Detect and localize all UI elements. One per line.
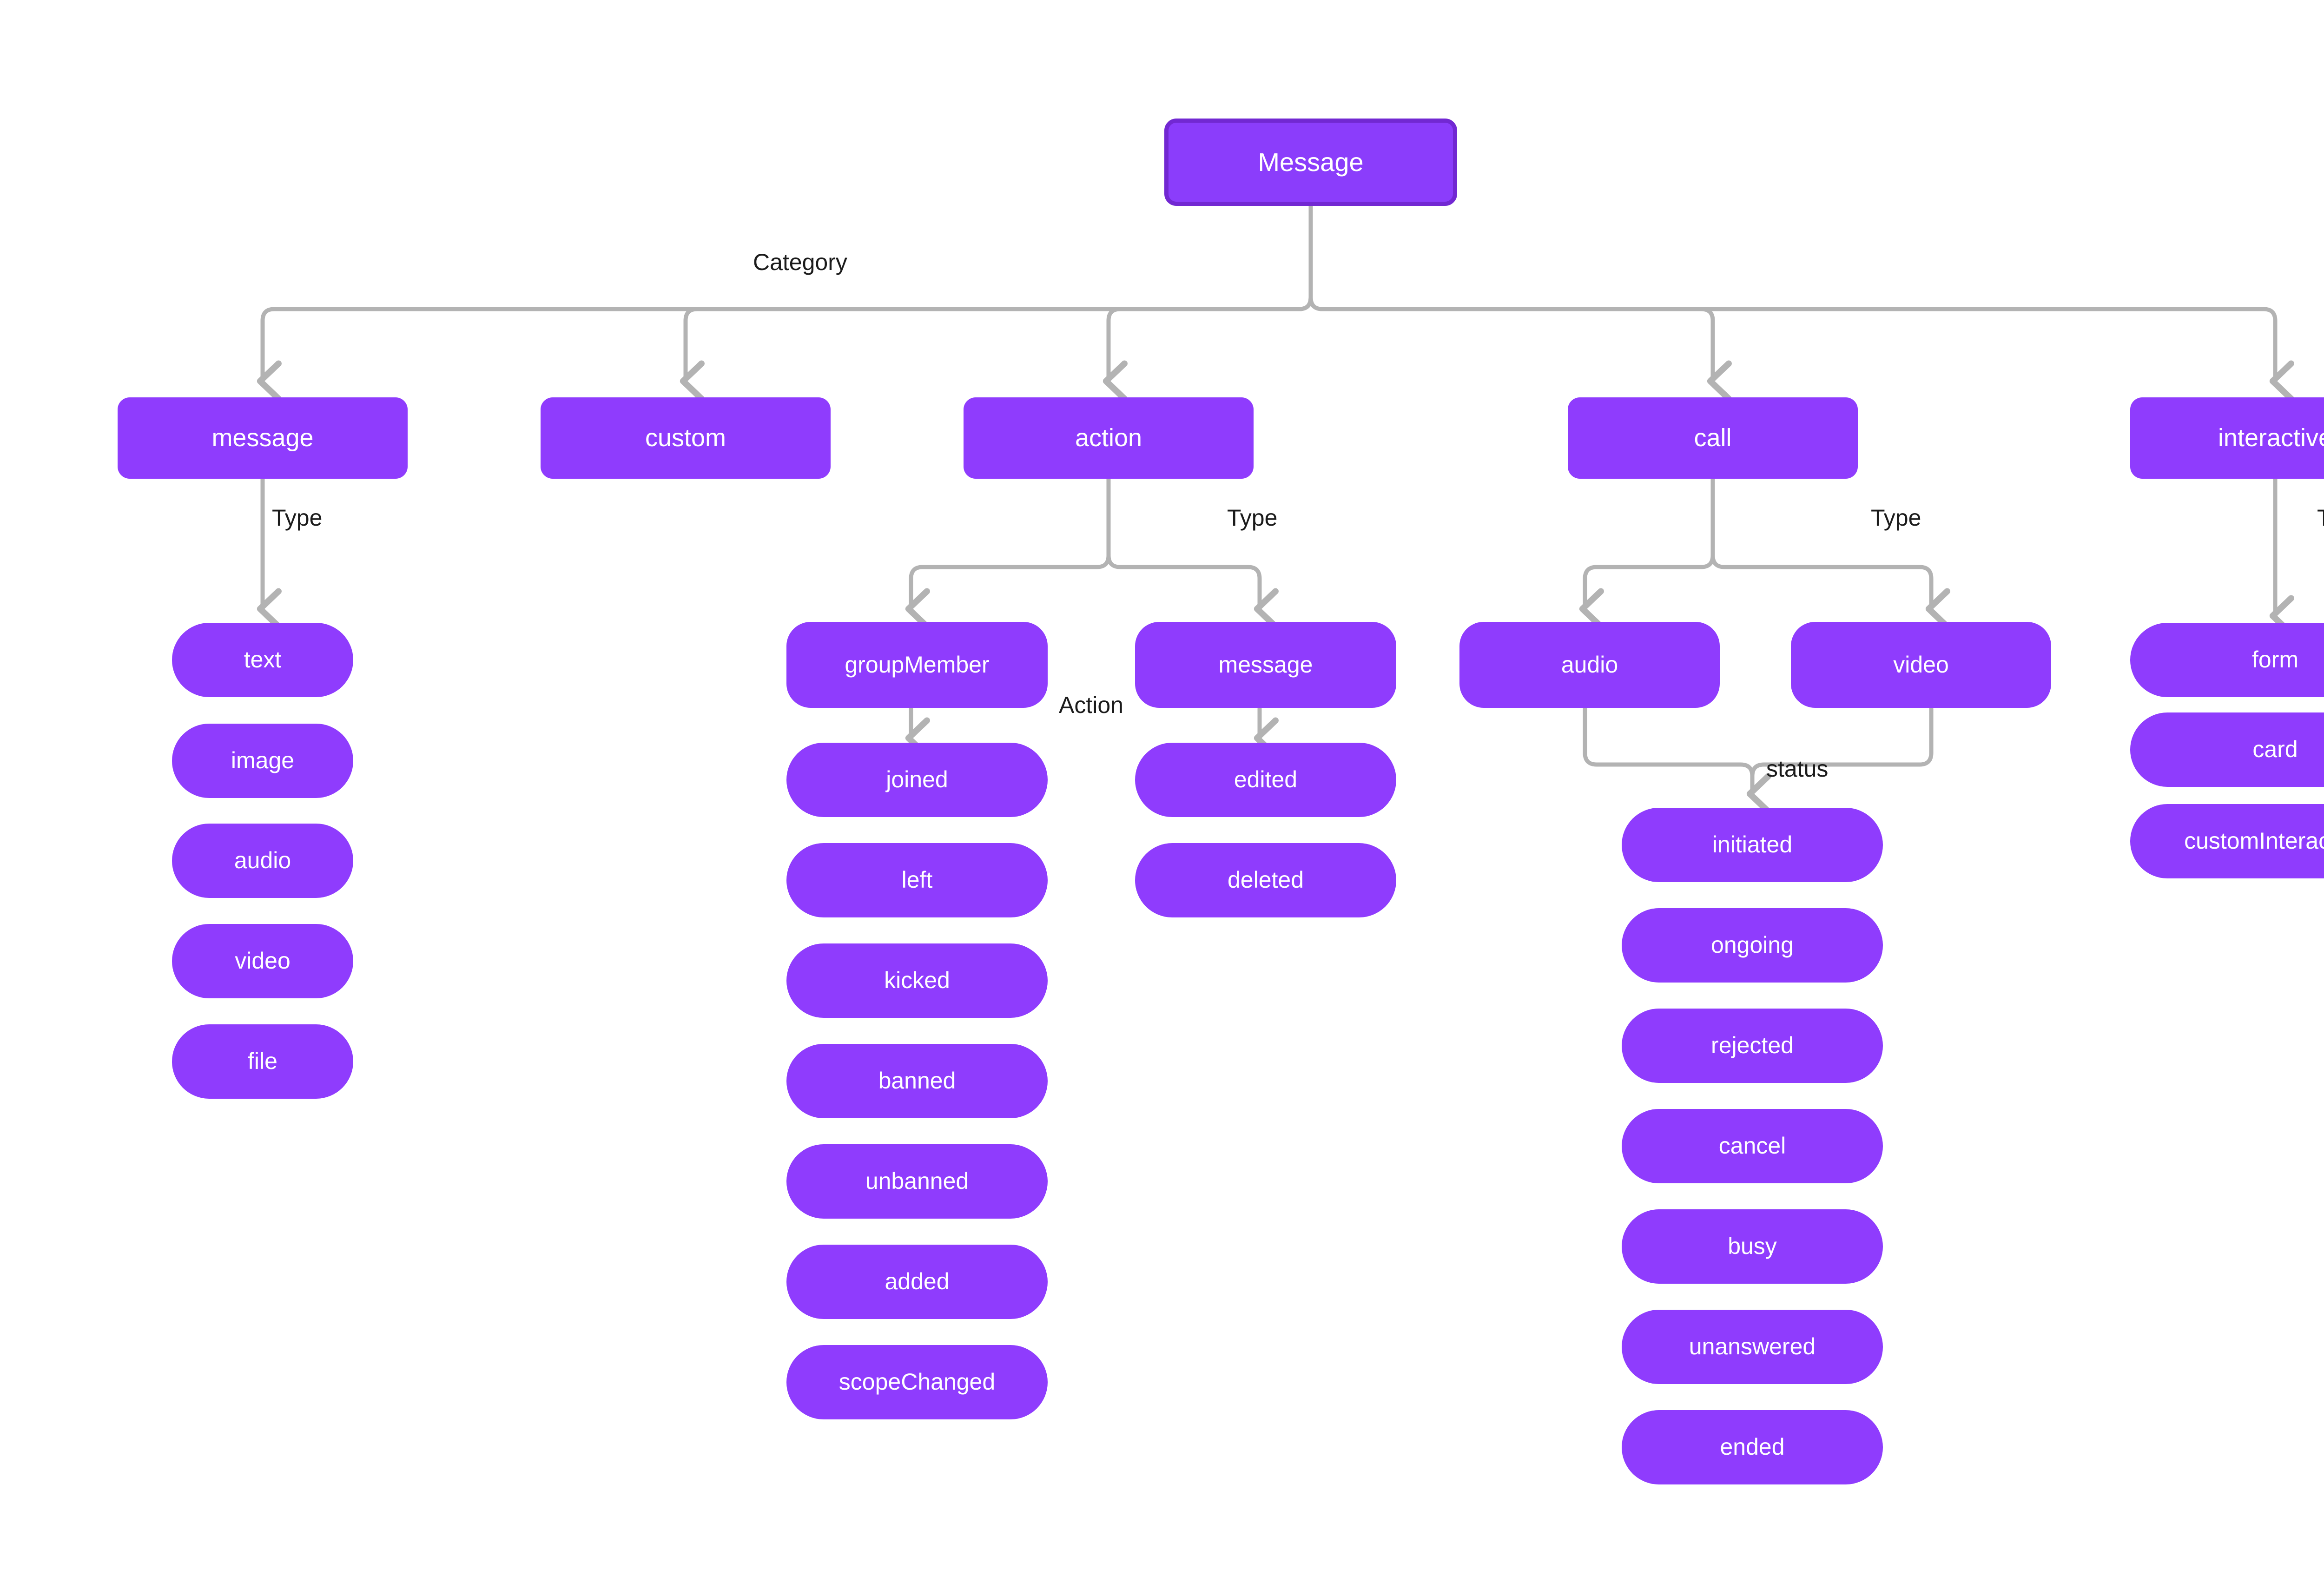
status-node-unanswered[interactable]: unanswered: [1622, 1310, 1883, 1384]
leaf-node-label: form: [2252, 646, 2298, 673]
leaf-node-label: audio: [234, 847, 291, 874]
action-node-banned[interactable]: banned: [786, 1044, 1048, 1118]
action-node-deleted[interactable]: deleted: [1135, 843, 1396, 917]
leaf-node-form[interactable]: form: [2130, 623, 2324, 697]
leaf-node-video[interactable]: video: [172, 924, 353, 998]
category-node-call[interactable]: call: [1568, 397, 1858, 479]
edge-label-action: Action: [1059, 692, 1123, 718]
category-node-label: message: [211, 424, 314, 452]
category-node-label: call: [1694, 424, 1732, 452]
category-node-custom[interactable]: custom: [541, 397, 831, 479]
leaf-node-text[interactable]: text: [172, 623, 353, 697]
status-node-busy[interactable]: busy: [1622, 1209, 1883, 1284]
category-node-label: custom: [645, 424, 726, 452]
category-node-action[interactable]: action: [964, 397, 1254, 479]
edge-label-status: status: [1766, 756, 1829, 782]
type-node-call-video[interactable]: video: [1791, 622, 2051, 708]
category-node-interactive[interactable]: interactive: [2130, 397, 2324, 479]
action-node-label: edited: [1234, 766, 1298, 793]
status-node-label: initiated: [1712, 831, 1793, 858]
status-node-ended[interactable]: ended: [1622, 1410, 1883, 1484]
type-node-label: message: [1218, 651, 1313, 678]
category-node-label: interactive: [2218, 424, 2324, 452]
status-node-label: rejected: [1711, 1032, 1794, 1059]
type-node-label: video: [1893, 651, 1949, 678]
leaf-node-label: file: [248, 1048, 277, 1075]
edge-label-type-call: Type: [1871, 505, 1921, 531]
root-node-label: Message: [1258, 147, 1364, 177]
action-node-label: scopeChanged: [838, 1369, 996, 1395]
status-node-rejected[interactable]: rejected: [1622, 1009, 1883, 1083]
type-node-label: groupMember: [845, 651, 990, 678]
leaf-node-file[interactable]: file: [172, 1024, 353, 1099]
status-node-label: unanswered: [1689, 1333, 1816, 1360]
root-node-message[interactable]: Message: [1164, 119, 1457, 206]
status-node-initiated[interactable]: initiated: [1622, 808, 1883, 882]
leaf-node-label: text: [244, 646, 282, 673]
status-node-label: ended: [1720, 1434, 1785, 1460]
edge-label-type-interactive: Type: [2317, 504, 2324, 531]
action-node-edited[interactable]: edited: [1135, 743, 1396, 817]
leaf-node-audio[interactable]: audio: [172, 824, 353, 898]
action-node-label: added: [885, 1268, 950, 1295]
action-node-joined[interactable]: joined: [786, 743, 1048, 817]
status-node-cancel[interactable]: cancel: [1622, 1109, 1883, 1183]
action-node-label: unbanned: [865, 1168, 969, 1194]
type-node-groupmember[interactable]: groupMember: [786, 622, 1048, 708]
leaf-node-card[interactable]: card: [2130, 712, 2324, 787]
action-node-label: deleted: [1227, 867, 1304, 893]
status-node-label: busy: [1728, 1233, 1777, 1260]
leaf-node-label: image: [231, 747, 295, 774]
leaf-node-custominteractive[interactable]: customInteractive: [2130, 804, 2324, 878]
action-node-label: left: [901, 867, 933, 893]
action-node-unbanned[interactable]: unbanned: [786, 1144, 1048, 1219]
status-node-label: cancel: [1718, 1133, 1786, 1159]
status-node-ongoing[interactable]: ongoing: [1622, 908, 1883, 983]
type-node-action-message[interactable]: message: [1135, 622, 1396, 708]
action-node-scopechanged[interactable]: scopeChanged: [786, 1345, 1048, 1419]
status-node-label: ongoing: [1711, 932, 1794, 958]
action-node-kicked[interactable]: kicked: [786, 943, 1048, 1018]
edge-label-category: Category: [753, 249, 847, 275]
leaf-node-label: customInteractive: [2184, 828, 2324, 854]
type-node-label: audio: [1561, 651, 1618, 678]
action-node-added[interactable]: added: [786, 1245, 1048, 1319]
edge-label-type-message: Type: [272, 505, 323, 531]
leaf-node-label: video: [235, 948, 290, 974]
edge-label-type-action: Type: [1227, 505, 1278, 531]
category-node-label: action: [1075, 424, 1142, 452]
category-node-message[interactable]: message: [118, 397, 408, 479]
type-node-call-audio[interactable]: audio: [1459, 622, 1720, 708]
leaf-node-image[interactable]: image: [172, 724, 353, 798]
action-node-label: joined: [886, 766, 948, 793]
action-node-label: kicked: [884, 967, 950, 994]
action-node-label: banned: [878, 1068, 956, 1094]
action-node-left[interactable]: left: [786, 843, 1048, 917]
leaf-node-label: card: [2252, 736, 2298, 763]
